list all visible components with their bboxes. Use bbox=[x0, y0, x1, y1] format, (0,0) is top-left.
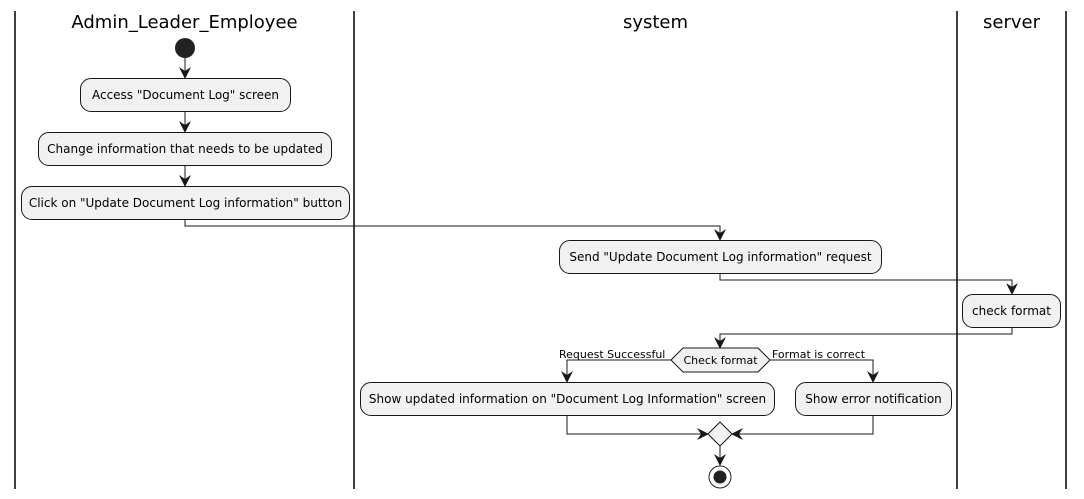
guard-format-correct: Format is correct bbox=[772, 348, 866, 361]
lane-title-server: server bbox=[983, 12, 1040, 33]
lane-title-admin: Admin_Leader_Employee bbox=[71, 12, 298, 33]
lane-title-system: system bbox=[622, 12, 689, 33]
action-change-information: Change information that needs to be upda… bbox=[38, 132, 332, 166]
flow-click-to-send bbox=[184, 220, 726, 241]
flow-decision-right bbox=[770, 359, 879, 383]
flow-right-to-merge bbox=[731, 416, 874, 440]
action-show-updated-information: Show updated information on "Document Lo… bbox=[360, 382, 775, 416]
guard-request-successful: Request Successful bbox=[559, 348, 666, 361]
end-node-ring bbox=[708, 465, 732, 489]
action-send-update-request: Send "Update Document Log information" r… bbox=[559, 240, 882, 274]
merge-node bbox=[707, 421, 733, 447]
flow-check-to-decision bbox=[714, 328, 1013, 349]
flow-left-to-merge bbox=[566, 416, 709, 440]
flow-decision-left bbox=[561, 359, 671, 383]
action-access-document-log: Access "Document Log" screen bbox=[80, 78, 291, 112]
action-show-error-notification: Show error notification bbox=[795, 382, 952, 416]
end-node bbox=[713, 470, 727, 484]
start-node bbox=[175, 38, 195, 58]
action-click-update-button: Click on "Update Document Log informatio… bbox=[21, 186, 350, 220]
decision-label: Check format bbox=[683, 354, 758, 367]
action-check-format: check format bbox=[962, 294, 1061, 328]
flow-send-to-check bbox=[719, 274, 1018, 295]
